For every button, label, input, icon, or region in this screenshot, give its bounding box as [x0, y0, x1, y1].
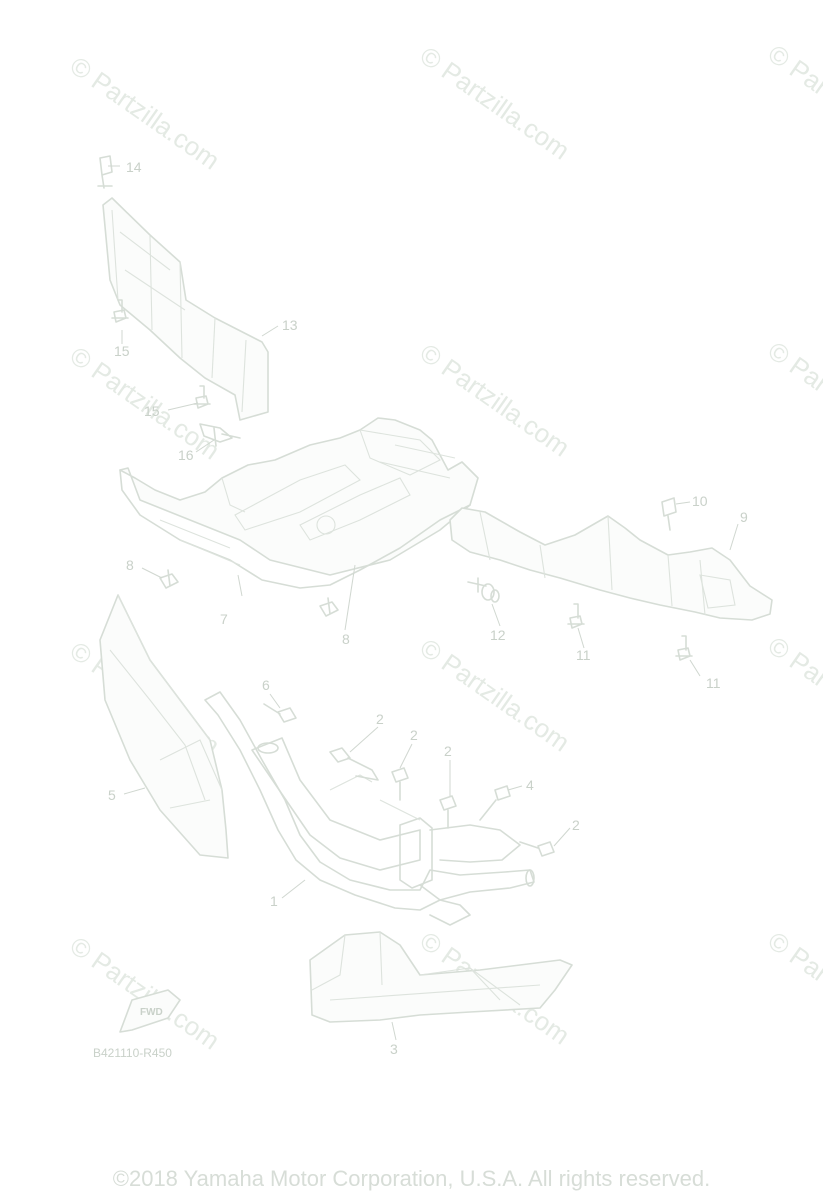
part-bolt-2b	[391, 767, 409, 801]
callout-12: 12	[490, 627, 506, 643]
callout-2: 2	[376, 711, 384, 727]
callout-15: 15	[144, 403, 160, 419]
callout-2: 2	[444, 743, 452, 759]
part-bolt-2a	[329, 747, 379, 781]
callout-13: 13	[282, 317, 298, 333]
part-screw-11b	[675, 635, 693, 661]
fwd-arrow-icon: FWD	[119, 989, 181, 1033]
callout-16: 16	[178, 447, 194, 463]
part-screw-11a	[567, 603, 585, 629]
part-bolt-2d	[519, 841, 555, 857]
watermarks: © Partzilla.com © Partzilla.com © Partzi…	[65, 38, 823, 1055]
callout-11: 11	[706, 675, 721, 691]
watermark: © Partzilla.com	[763, 38, 823, 163]
part-clip-14	[97, 155, 113, 189]
watermark: © Partzilla.com	[415, 40, 576, 165]
callouts: 14 15 15 16 13 8 7 8 10 9 12 11 11 6 5 1…	[108, 159, 748, 1057]
callout-10: 10	[692, 493, 708, 509]
part-clip-8a	[159, 569, 179, 589]
part-side-guard-9	[449, 507, 773, 621]
fwd-label: FWD	[140, 1007, 163, 1018]
callout-3: 3	[390, 1041, 398, 1057]
copyright-notice: ©2018 Yamaha Motor Corporation, U.S.A. A…	[112, 1166, 711, 1191]
callout-6: 6	[262, 677, 270, 693]
part-clip-10	[661, 497, 677, 531]
part-screw-15b	[193, 385, 211, 409]
callout-7: 7	[220, 611, 228, 627]
part-side-guard-13	[102, 197, 269, 421]
callout-8: 8	[342, 631, 350, 647]
watermark: © Partzilla.com	[65, 930, 226, 1055]
callout-15: 15	[114, 343, 130, 359]
callout-1: 1	[270, 893, 278, 909]
watermark: © Partzilla.com	[65, 50, 226, 175]
part-bolt-6	[263, 703, 297, 723]
watermark: © Partzilla.com	[415, 632, 576, 757]
callout-5: 5	[108, 787, 116, 803]
part-frame-1	[204, 691, 535, 926]
leader-lines	[108, 165, 739, 1041]
part-front-guard-5	[99, 594, 229, 859]
part-bolt-2c	[439, 795, 457, 829]
watermark: © Partzilla.com	[763, 925, 823, 1050]
diagram-id: B421110-R450	[93, 1046, 172, 1060]
callout-2: 2	[410, 727, 418, 743]
part-screw-15a	[111, 299, 129, 323]
part-skid-plate-3	[309, 931, 573, 1023]
watermark: © Partzilla.com	[763, 335, 823, 460]
watermark: © Partzilla.com	[415, 337, 576, 462]
callout-9: 9	[740, 509, 748, 525]
callout-4: 4	[526, 777, 534, 793]
watermark: © Partzilla.com	[763, 630, 823, 755]
callout-2: 2	[572, 817, 580, 833]
callout-11: 11	[576, 647, 591, 663]
part-clip-8b	[319, 597, 339, 617]
part-bolt-12	[467, 577, 500, 603]
part-bolt-4	[479, 785, 511, 821]
part-pin-16	[199, 423, 241, 447]
callout-8: 8	[126, 557, 134, 573]
callout-14: 14	[126, 159, 142, 175]
part-footboard-7	[119, 417, 479, 589]
